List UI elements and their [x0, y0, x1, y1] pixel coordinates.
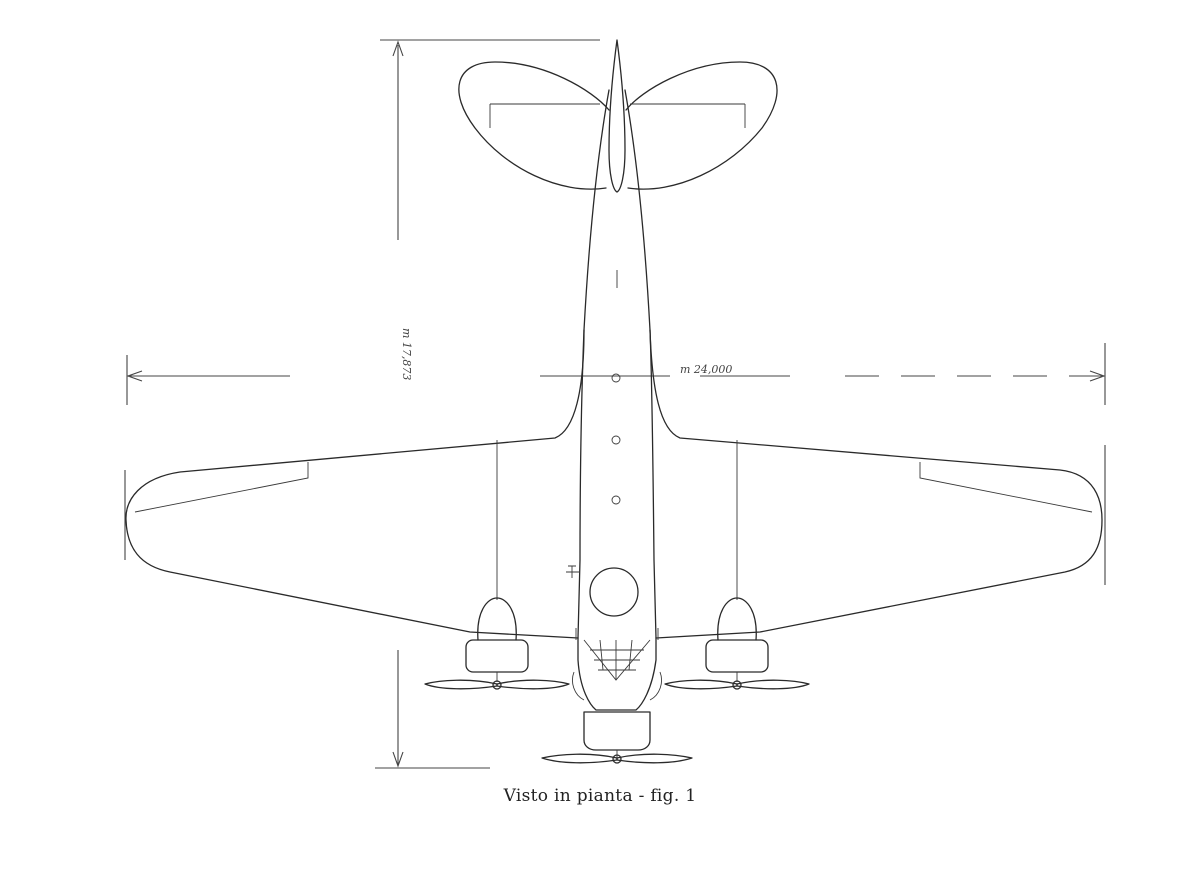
right-engine-nacelle — [705, 597, 769, 682]
span-dimension-label: m 24,000 — [680, 363, 732, 376]
left-engine-nacelle — [465, 597, 529, 682]
horizontal-tailplane — [458, 61, 778, 190]
fuselage-window — [611, 435, 621, 445]
dorsal-turret — [589, 567, 639, 617]
fuselage-window — [611, 495, 621, 505]
fuselage-window — [611, 373, 621, 383]
tail-fin — [608, 39, 626, 193]
fuselage — [566, 89, 657, 639]
length-dimension — [375, 39, 600, 769]
cockpit-canopy — [572, 628, 662, 711]
antenna-mast — [566, 565, 580, 578]
wing — [125, 329, 1103, 639]
nose-engine-nacelle — [583, 711, 651, 758]
left-aileron — [134, 462, 309, 513]
left-propeller — [424, 679, 570, 690]
right-propeller — [664, 679, 810, 690]
span-dimension — [124, 343, 1106, 585]
length-dimension-label: m 17,873 — [400, 328, 413, 380]
figure-caption: Visto in pianta - fig. 1 — [503, 786, 697, 806]
right-aileron — [919, 462, 1093, 513]
nose-propeller — [541, 753, 693, 764]
